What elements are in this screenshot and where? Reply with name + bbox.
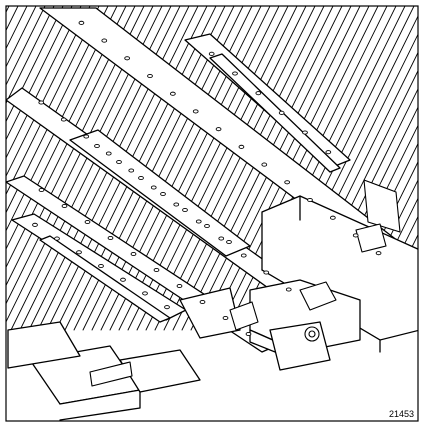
bolt-hole <box>164 305 170 310</box>
bolt-hole <box>238 144 245 149</box>
bolt-hole <box>261 162 268 167</box>
bolt-hole <box>147 73 153 79</box>
bolt-hole <box>285 287 292 292</box>
floor-rib <box>163 6 325 331</box>
bolt-hole <box>124 56 130 61</box>
bolt-hole <box>153 267 160 273</box>
floor-rib <box>6 6 64 123</box>
bracket <box>89 179 401 387</box>
bolt-hole <box>130 251 137 257</box>
bolt-hole <box>78 20 85 25</box>
bolt-hole <box>142 291 148 296</box>
bolt-hole <box>120 277 126 282</box>
bolt-hole <box>240 253 247 258</box>
bolt-hole <box>302 130 308 135</box>
floor-rib <box>6 6 19 32</box>
bolt-hole <box>208 51 215 56</box>
floor-rib <box>6 6 82 159</box>
bolt-hole <box>195 219 202 224</box>
bolt-hole <box>107 235 114 241</box>
bolt-hole <box>284 180 290 185</box>
bolt-hole <box>255 91 262 96</box>
floor-rib <box>154 6 316 331</box>
bolt-hole <box>150 185 157 190</box>
bolt-hole <box>325 150 332 155</box>
bolt-hole <box>232 71 238 76</box>
bolt-hole <box>352 233 359 238</box>
bolt-hole <box>173 202 180 207</box>
bolt-hole <box>170 91 176 96</box>
bolt-hole <box>116 159 122 165</box>
bolt-hole <box>60 117 67 122</box>
floor-rib <box>6 6 91 178</box>
bolt-hole <box>38 100 45 105</box>
bolt-hole <box>218 236 225 241</box>
bolt-hole <box>192 109 199 114</box>
floor-rib <box>6 6 37 68</box>
bolt-hole <box>54 236 60 241</box>
bolt-hole <box>176 283 183 289</box>
figure-reference-number: 21453 <box>388 409 414 419</box>
bolt-hole <box>76 250 82 255</box>
bolt-hole <box>98 263 104 269</box>
bolt-hole <box>199 299 206 305</box>
bolt-hole <box>61 203 68 209</box>
bolt-hole <box>182 207 188 213</box>
bolt-hole <box>226 239 232 245</box>
bolt-hole <box>138 175 144 181</box>
floor-rib <box>118 6 280 331</box>
figure-frame <box>5 5 419 422</box>
bolt-hole <box>215 127 222 132</box>
bolt-hole <box>128 168 135 173</box>
floor-rib <box>6 6 109 214</box>
bolt-hole <box>83 134 90 139</box>
floor-rib <box>6 6 28 50</box>
floor-rib <box>6 6 46 86</box>
bolt-hole <box>245 331 252 337</box>
floor-rib <box>6 6 118 232</box>
bolt-hole <box>330 215 336 220</box>
bolt-hole <box>160 191 166 197</box>
bolt-hole <box>32 222 38 227</box>
bolt-hole <box>263 270 270 275</box>
floor-rib <box>6 6 127 251</box>
bolt-hole <box>101 38 108 43</box>
bolt-hole <box>278 110 285 115</box>
floor-rib <box>6 6 73 141</box>
bolt-hole <box>105 151 112 156</box>
bolt-hole <box>307 197 313 203</box>
bolt-hole <box>84 219 91 225</box>
floor-rib <box>6 6 100 196</box>
bolt-hole <box>94 143 100 149</box>
bolt-hole <box>204 223 210 229</box>
floor-rib <box>6 6 55 105</box>
bolt-hole <box>38 187 45 193</box>
bolt-hole <box>375 251 382 256</box>
bolt-holes <box>32 20 382 337</box>
floor-rib <box>6 6 136 269</box>
bolt-hole <box>222 315 229 321</box>
lower-box-section <box>7 195 418 421</box>
floor-rib <box>109 6 271 331</box>
